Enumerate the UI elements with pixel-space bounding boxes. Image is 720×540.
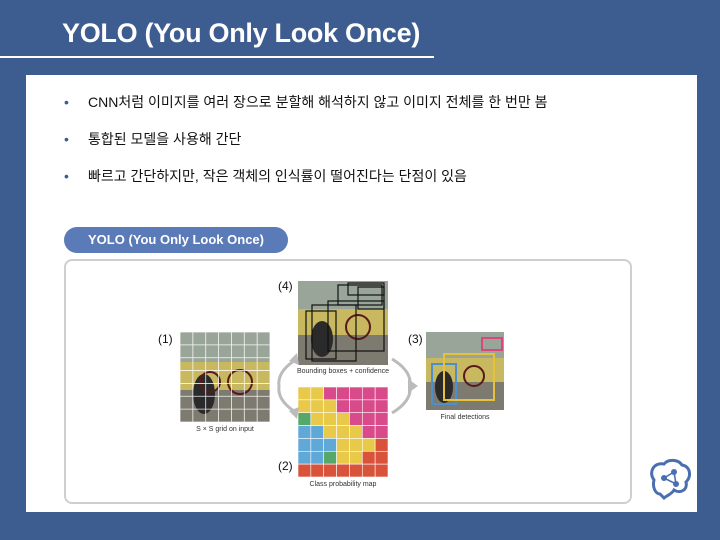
final-detections-image xyxy=(426,332,504,410)
class-map-cell xyxy=(298,438,312,452)
class-map-cell xyxy=(310,412,325,426)
brain-logo-icon xyxy=(650,458,691,501)
class-map-grid xyxy=(298,387,388,477)
class-map-cell xyxy=(298,463,312,477)
class-map-cell xyxy=(349,425,363,439)
class-map-cell xyxy=(323,425,337,439)
content-panel: CNN처럼 이미지를 여러 장으로 분할해 해석하지 않고 이미지 전체를 한 … xyxy=(26,75,697,512)
class-map-cell xyxy=(374,425,388,439)
final-detections-photo xyxy=(426,332,504,410)
figure-label-pill: YOLO (You Only Look Once) xyxy=(64,227,288,253)
class-map-cell xyxy=(349,387,363,401)
class-map-cell xyxy=(374,438,388,452)
class-map-cell xyxy=(323,399,337,414)
grid-input-image xyxy=(180,332,270,422)
class-map-cell xyxy=(349,399,363,414)
class-map-cell xyxy=(361,438,376,452)
class-map-cell xyxy=(374,399,388,414)
class-map-cell xyxy=(336,463,350,477)
figure-frame: (1) S × S grid on input (4) xyxy=(64,259,632,504)
step-label-3: (4) xyxy=(278,279,293,293)
class-map-cell xyxy=(298,425,312,439)
class-map-cell xyxy=(336,399,350,414)
class-map-cell xyxy=(310,463,325,477)
class-map-cell xyxy=(310,425,325,439)
class-map-cell xyxy=(310,438,325,452)
class-map-cell xyxy=(323,412,337,426)
class-map-cell xyxy=(349,438,363,452)
dog-bike-photo-grid xyxy=(180,332,270,422)
class-map-cell xyxy=(298,387,312,401)
class-map-cell xyxy=(336,425,350,439)
class-map-cell xyxy=(298,450,312,465)
step-label-1: (1) xyxy=(158,332,173,346)
arrow-right-icon xyxy=(391,357,418,415)
step-label-4: (3) xyxy=(408,332,423,346)
class-probability-map xyxy=(298,387,388,477)
class-map-cell xyxy=(298,399,312,414)
class-map-cell xyxy=(310,387,325,401)
class-map-cell xyxy=(361,387,376,401)
caption-grid: S × S grid on input xyxy=(196,426,254,433)
class-map-cell xyxy=(361,450,376,465)
bullet-item: 빠르고 간단하지만, 작은 객체의 인식률이 떨어진다는 단점이 있음 xyxy=(64,165,548,202)
class-map-cell xyxy=(336,438,350,452)
bullet-item: CNN처럼 이미지를 여러 장으로 분할해 해석하지 않고 이미지 전체를 한 … xyxy=(64,91,548,128)
slide-title: YOLO (You Only Look Once) xyxy=(62,18,421,48)
class-map-cell xyxy=(298,412,312,426)
class-map-cell xyxy=(336,387,350,401)
class-map-cell xyxy=(310,450,325,465)
class-map-cell xyxy=(323,438,337,452)
class-map-cell xyxy=(349,450,363,465)
class-map-cell xyxy=(361,399,376,414)
caption-boxes: Bounding boxes + confidence xyxy=(296,368,390,375)
caption-class-map: Class probability map xyxy=(309,481,377,488)
class-map-cell xyxy=(336,450,350,465)
class-map-cell xyxy=(374,412,388,426)
title-underline xyxy=(0,56,434,58)
class-map-cell xyxy=(361,412,376,426)
step-label-2: (2) xyxy=(278,459,293,473)
class-map-cell xyxy=(323,463,337,477)
class-map-cell xyxy=(374,463,388,477)
class-map-cell xyxy=(323,387,337,401)
caption-final: Final detections xyxy=(440,414,490,421)
bullet-list: CNN처럼 이미지를 여러 장으로 분할해 해석하지 않고 이미지 전체를 한 … xyxy=(64,91,548,202)
bounding-boxes-image xyxy=(298,281,388,365)
class-map-cell xyxy=(310,399,325,414)
class-map-cell xyxy=(361,463,376,477)
class-map-cell xyxy=(323,450,337,465)
class-map-cell xyxy=(374,450,388,465)
class-map-cell xyxy=(374,387,388,401)
class-map-cell xyxy=(349,412,363,426)
class-map-cell xyxy=(361,425,376,439)
class-map-cell xyxy=(349,463,363,477)
arrow-left-icon xyxy=(277,353,299,419)
bounding-boxes-photo xyxy=(298,281,388,365)
class-map-cell xyxy=(336,412,350,426)
bullet-item: 통합된 모델을 사용해 간단 xyxy=(64,128,548,165)
